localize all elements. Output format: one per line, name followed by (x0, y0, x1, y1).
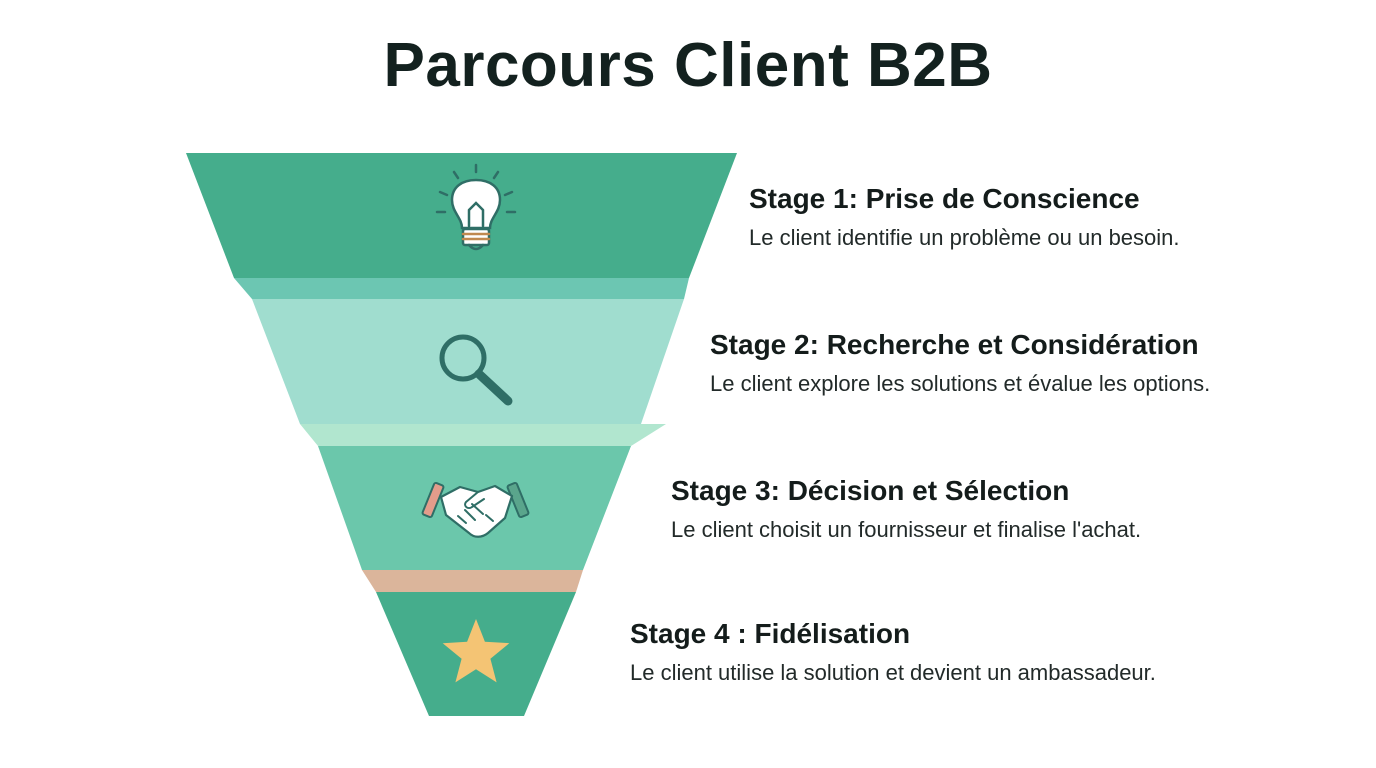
stage-4-text: Stage 4 : Fidélisation Le client utilise… (630, 618, 1156, 686)
stage-4-title: Stage 4 : Fidélisation (630, 618, 911, 649)
stage-3-title: Stage 3: Décision et Sélection (671, 475, 1070, 506)
magnifier-icon (439, 334, 513, 406)
funnel-segment-2[interactable] (252, 299, 684, 424)
handshake-icon (421, 481, 530, 538)
funnel-connector-2 (300, 424, 666, 446)
stage-1-title: Stage 1: Prise de Conscience (749, 183, 1140, 214)
stage-1-description: Le client identifie un problème ou un be… (749, 225, 1180, 250)
lightbulb-icon (435, 163, 517, 251)
stage-3-text: Stage 3: Décision et Sélection Le client… (671, 475, 1141, 543)
funnel-connector-1 (234, 278, 689, 299)
page-title: Parcours Client B2B (383, 31, 993, 100)
star-icon (442, 619, 510, 683)
stage-2-text: Stage 2: Recherche et Considération Le c… (710, 329, 1210, 397)
stage-4-description: Le client utilise la solution et devient… (630, 660, 1156, 685)
stage-3-description: Le client choisit un fournisseur et fina… (671, 517, 1142, 542)
stage-1-text: Stage 1: Prise de Conscience Le client i… (749, 183, 1180, 251)
stage-2-description: Le client explore les solutions et évalu… (710, 371, 1211, 396)
funnel-connector-3 (362, 570, 583, 592)
stage-2-title: Stage 2: Recherche et Considération (710, 329, 1199, 360)
